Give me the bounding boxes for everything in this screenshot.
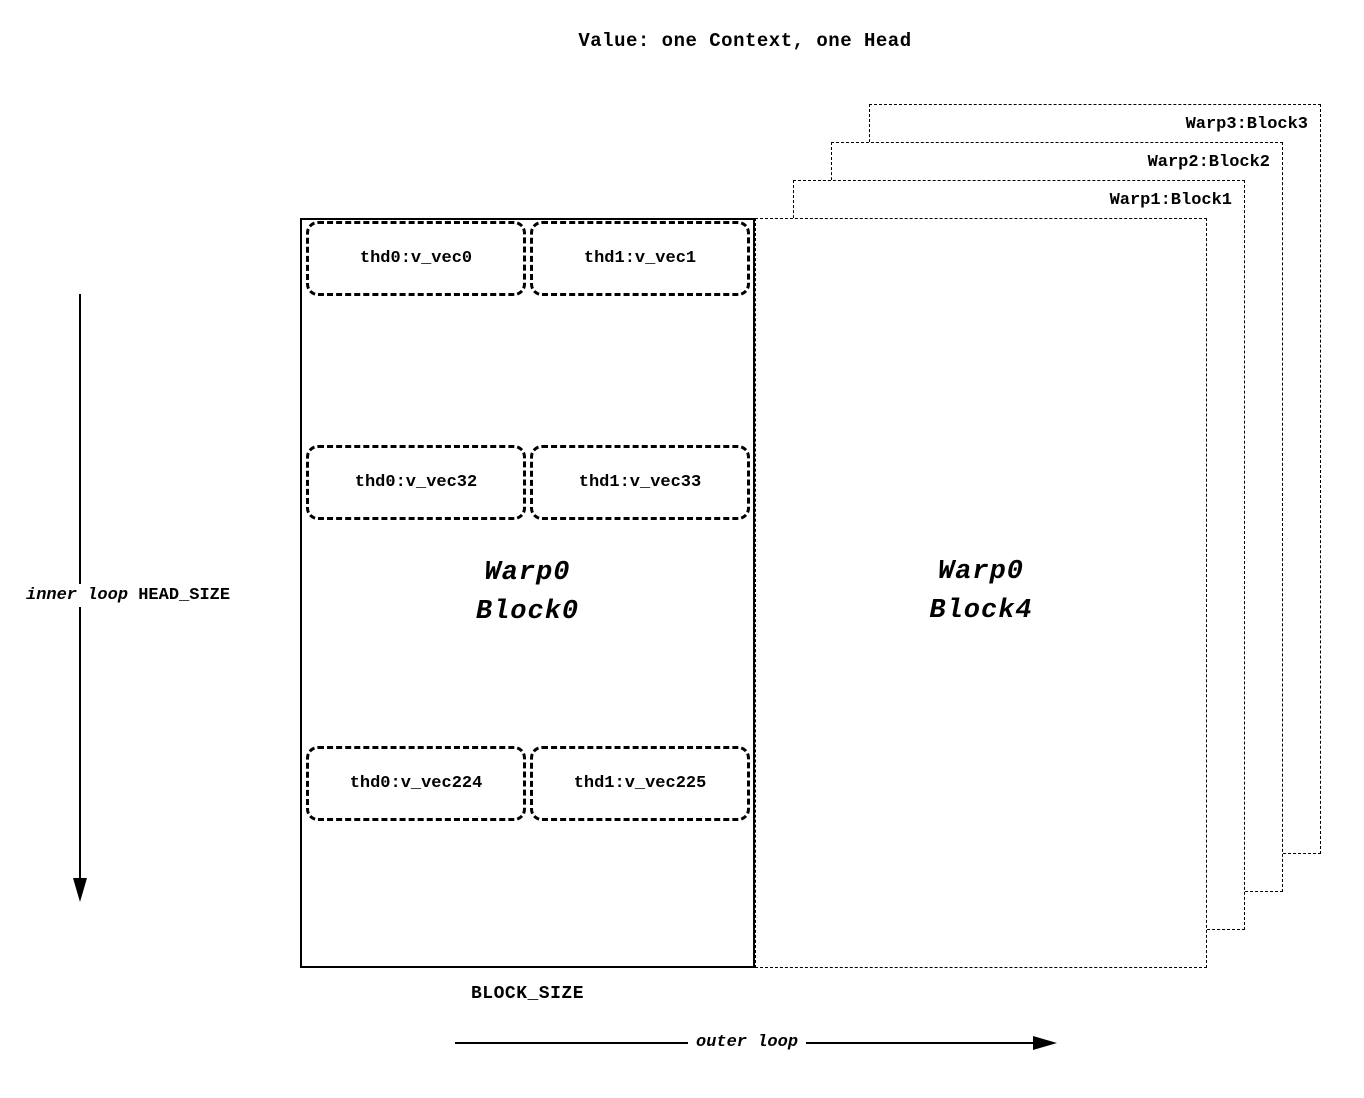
back-block-warp2-label: Warp2:Block2 [1147,153,1270,172]
diagram-title: Value: one Context, one Head [578,30,912,52]
block-size-label: BLOCK_SIZE [470,984,585,1004]
outer-loop-label: outer loop [688,1033,807,1052]
vec-cell-thd1-v_vec1: thd1:v_vec1 [530,221,750,296]
vec-row-1: thd0:v_vec32 thd1:v_vec33 [302,445,753,520]
front-block-label: Warp0 Block4 [756,553,1206,631]
main-block-label: Warp0 Block0 [302,554,753,632]
head-size-label: HEAD_SIZE [138,586,231,605]
inner-loop-label: inner loop [26,586,129,605]
vec-cell-thd1-v_vec33: thd1:v_vec33 [530,445,750,520]
back-block-warp3-label: Warp3:Block3 [1185,115,1308,134]
vec-cell-thd0-v_vec0: thd0:v_vec0 [306,221,526,296]
vec-cell-thd1-v_vec225: thd1:v_vec225 [530,746,750,821]
back-block-warp1-label: Warp1:Block1 [1109,191,1232,210]
main-block-block-line: Block0 [475,597,580,628]
front-block-warp0-block4: Warp0 Block4 [755,218,1207,968]
front-block-block-line: Block4 [929,596,1033,627]
vec-row-2: thd0:v_vec224 thd1:v_vec225 [302,746,753,821]
main-block-warp-line: Warp0 [484,558,571,588]
inner-loop-axis-label: inner loop HEAD_SIZE [22,584,235,607]
main-block-warp0-block0: thd0:v_vec0 thd1:v_vec1 thd0:v_vec32 thd… [300,218,755,968]
front-block-warp-line: Warp0 [937,557,1024,587]
vec-cell-thd0-v_vec32: thd0:v_vec32 [306,445,526,520]
vec-cell-thd0-v_vec224: thd0:v_vec224 [306,746,526,821]
vec-row-0: thd0:v_vec0 thd1:v_vec1 [302,221,753,296]
